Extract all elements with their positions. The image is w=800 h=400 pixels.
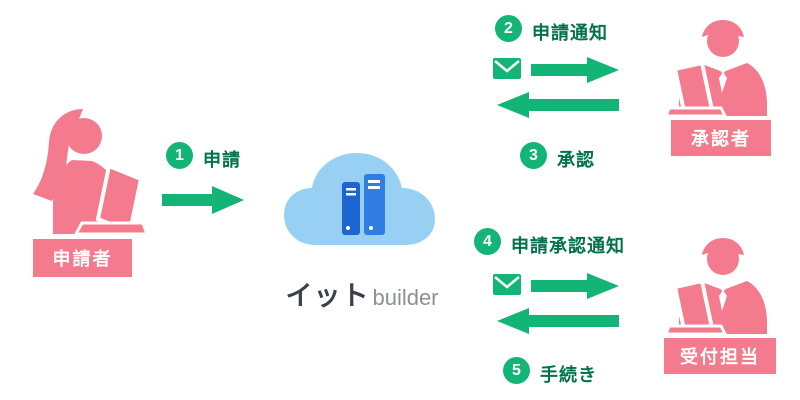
arrow-right-step1 <box>162 186 244 214</box>
step-5-label: 手続き <box>540 365 597 385</box>
step-1-label: 申請 <box>203 150 241 170</box>
arrow-right-top <box>531 57 619 83</box>
receptionist-label: 受付担当 <box>664 338 776 374</box>
brand-name-sub: builder <box>372 285 439 310</box>
man-at-laptop-icon <box>663 20 767 119</box>
brand-name-main: イット <box>285 281 370 311</box>
step-5-badge: 5 <box>503 357 530 384</box>
step-3-badge: 3 <box>520 142 547 169</box>
woman-at-laptop-icon <box>33 109 150 236</box>
step-4-label: 申請承認通知 <box>511 236 625 256</box>
approver-figure <box>663 18 774 121</box>
mail-icon-bottom <box>493 274 521 295</box>
step-3-label: 承認 <box>557 150 595 170</box>
step-4-badge: 4 <box>474 228 501 255</box>
receptionist-figure <box>663 236 774 339</box>
step-2-label: 申請通知 <box>532 23 608 43</box>
cloud-icon <box>284 153 435 245</box>
applicant-label: 申請者 <box>33 239 132 277</box>
man-at-laptop-icon <box>663 238 767 337</box>
server-icon <box>342 174 385 235</box>
approver-label: 承認者 <box>671 120 771 156</box>
arrow-right-bottom <box>531 273 619 299</box>
step-1-badge: 1 <box>166 142 193 169</box>
step-2-badge: 2 <box>495 15 522 42</box>
arrow-left-top <box>497 92 619 118</box>
mail-icon-top <box>493 58 521 79</box>
arrow-left-bottom <box>497 308 619 334</box>
applicant-figure <box>22 106 150 241</box>
